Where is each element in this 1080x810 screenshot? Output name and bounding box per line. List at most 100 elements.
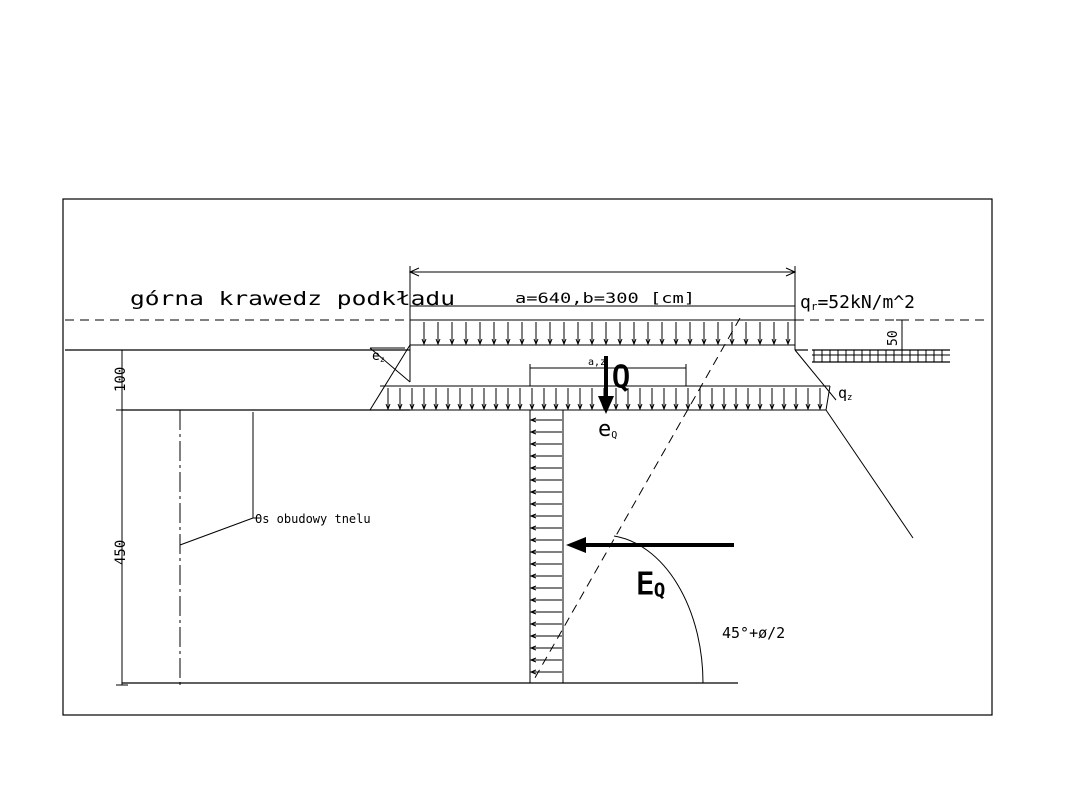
load-arrow-head — [519, 338, 525, 346]
tunnel-axis-label: Os obudowy tnelu — [255, 512, 371, 526]
lateral-arrow-head — [529, 441, 537, 447]
load-arrow-head — [645, 338, 651, 346]
drawing-frame — [62, 198, 993, 716]
load-arrow-head — [397, 403, 403, 411]
load-arrow-head — [659, 338, 665, 346]
load-arrow-head — [649, 403, 655, 411]
load-arrow-head — [709, 403, 715, 411]
load-arrow-head — [771, 338, 777, 346]
lower-distributed-load — [370, 385, 831, 411]
dimension-100-label: 100 — [113, 367, 129, 392]
lateral-arrow-head — [529, 633, 537, 639]
load-arrow-head — [603, 338, 609, 346]
lateral-arrow-head — [529, 621, 537, 627]
angle-label: 45°+ø/2 — [722, 624, 785, 642]
load-arrow-head — [385, 403, 391, 411]
EQ-label: EQ — [636, 567, 665, 602]
load-arrow-head — [491, 338, 497, 346]
dimension-100 — [116, 349, 128, 685]
load-arrow-head — [529, 403, 535, 411]
load-arrow-head — [721, 403, 727, 411]
lateral-arrow-head — [529, 489, 537, 495]
lateral-arrow-head — [529, 453, 537, 459]
eq-label: eQ — [598, 417, 617, 442]
q-lower-label: qz — [838, 384, 852, 403]
load-arrow-head — [575, 338, 581, 346]
slope-line-right — [825, 409, 914, 539]
Q-label: Q — [612, 360, 630, 395]
load-arrow-head — [805, 403, 811, 411]
dimension-50 — [896, 319, 908, 351]
load-arrow-head — [757, 338, 763, 346]
lateral-arrow-head — [529, 549, 537, 555]
load-arrow-head — [757, 403, 763, 411]
load-arrow-head — [463, 338, 469, 346]
lateral-arrow-head — [529, 537, 537, 543]
angle-arc — [613, 535, 704, 684]
load-arrow-head — [661, 403, 667, 411]
load-arrow-head — [613, 403, 619, 411]
dimension-a — [408, 266, 797, 350]
e-small-label: ez — [372, 349, 385, 364]
lateral-arrow-head — [529, 669, 537, 675]
load-arrow-head — [493, 403, 499, 411]
spread-triangle — [369, 344, 411, 411]
load-arrow-head — [589, 403, 595, 411]
lateral-pressure-diagram — [529, 410, 564, 683]
top-edge-label: górna krawedz podkładu — [130, 288, 455, 310]
failure-plane — [531, 317, 741, 684]
load-arrow-head — [743, 338, 749, 346]
load-arrow-head — [553, 403, 559, 411]
load-arrow-head — [729, 338, 735, 346]
load-arrow-head — [745, 403, 751, 411]
load-arrow-head — [505, 403, 511, 411]
lateral-arrow-head — [529, 609, 537, 615]
load-arrow-head — [781, 403, 787, 411]
load-arrow-head — [481, 403, 487, 411]
load-arrow-head — [541, 403, 547, 411]
load-arrow-head — [469, 403, 475, 411]
load-arrow-head — [457, 403, 463, 411]
load-arrow-head — [577, 403, 583, 411]
load-arrow-head — [625, 403, 631, 411]
load-arrow-head — [449, 338, 455, 346]
lateral-arrow-head — [529, 417, 537, 423]
lateral-arrow-head — [529, 645, 537, 651]
load-arrow-head — [517, 403, 523, 411]
load-arrow-head — [637, 403, 643, 411]
dimension-ab-label: a=640,b=300 [cm] — [515, 291, 695, 307]
lateral-arrow-head — [529, 501, 537, 507]
soil-hatch — [812, 349, 950, 363]
load-arrow-head — [817, 403, 823, 411]
load-arrow-head — [733, 403, 739, 411]
load-arrow-head — [673, 338, 679, 346]
lateral-arrow-head — [529, 657, 537, 663]
force-Q-arrow — [598, 356, 614, 414]
load-arrow-head — [547, 338, 553, 346]
load-arrow-head — [697, 403, 703, 411]
load-arrow-head — [561, 338, 567, 346]
load-arrow-head — [685, 403, 691, 411]
lateral-arrow-head — [529, 477, 537, 483]
lateral-arrow-head — [529, 525, 537, 531]
load-arrow-head — [421, 338, 427, 346]
tunnel-axis-leader — [179, 412, 260, 546]
load-arrow-head — [433, 403, 439, 411]
lateral-arrow-head — [529, 597, 537, 603]
load-arrow-head — [445, 403, 451, 411]
load-arrow-head — [477, 338, 483, 346]
lateral-arrow-head — [529, 465, 537, 471]
load-q-label: qr=52kN/m^2 — [800, 292, 915, 313]
load-arrow-head — [631, 338, 637, 346]
lateral-arrow-head — [529, 573, 537, 579]
load-arrow-head — [769, 403, 775, 411]
upper-distributed-load — [410, 319, 795, 346]
load-arrow-head — [565, 403, 571, 411]
load-arrow-head — [435, 338, 441, 346]
lateral-arrow-head — [529, 585, 537, 591]
load-arrow-head — [505, 338, 511, 346]
load-arrow-head — [793, 403, 799, 411]
lateral-arrow-head — [529, 429, 537, 435]
load-arrow-head — [785, 338, 791, 346]
